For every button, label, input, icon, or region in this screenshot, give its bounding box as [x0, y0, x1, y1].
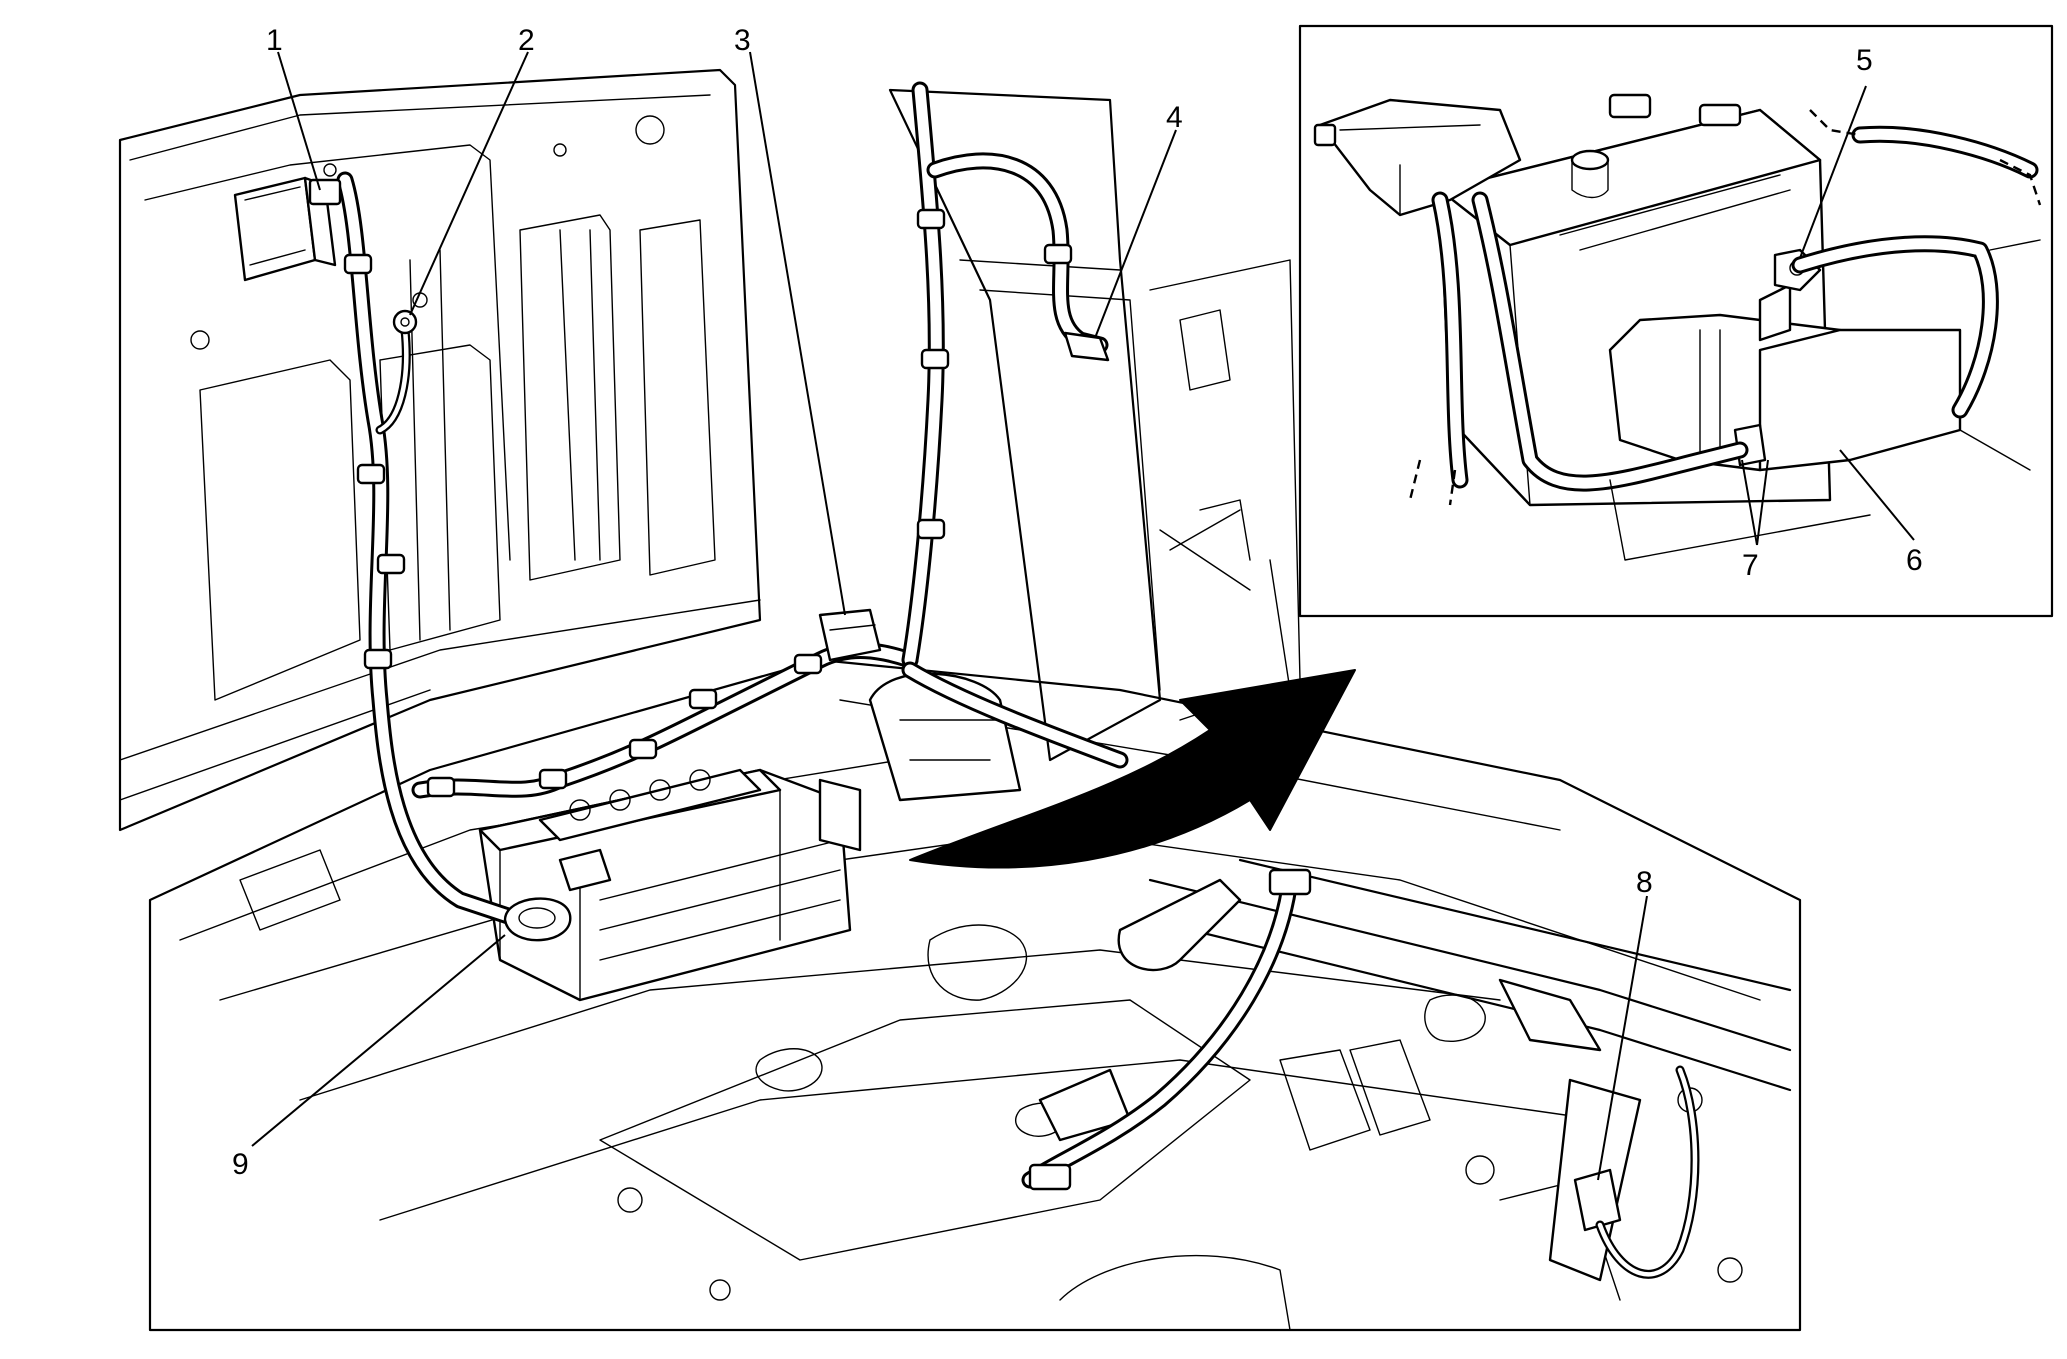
callout-5: 5: [1856, 44, 1873, 77]
terminal-clamp-9: [503, 897, 572, 942]
callout-2: 2: [518, 24, 535, 57]
callout-6: 6: [1906, 544, 1923, 577]
callout-3: 3: [734, 24, 751, 57]
callouts: 1 2 3 4 5 6 7 8 9: [232, 24, 1923, 1181]
connector-3: [818, 608, 882, 662]
callout-8: 8: [1636, 866, 1653, 899]
curved-arrow-icon: [909, 669, 1356, 869]
callout-7: 7: [1742, 549, 1759, 582]
connector-4: [1063, 331, 1110, 362]
battery-icon: [478, 768, 862, 1002]
callout-1: 1: [266, 24, 283, 57]
detail-inset: [1298, 24, 2054, 618]
callout-4: 4: [1166, 101, 1183, 134]
module-connector-1: [233, 176, 342, 282]
callout-9: 9: [232, 1148, 249, 1181]
